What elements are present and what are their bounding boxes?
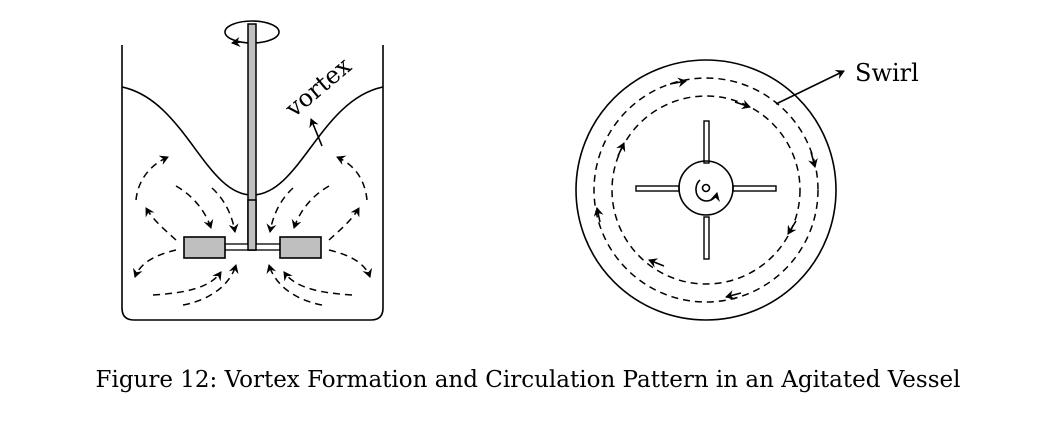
vessel-side-view: vortex (121, 20, 384, 321)
rotation-arrow (231, 37, 241, 47)
inner-swirl-path (611, 95, 801, 285)
baffle-top (703, 120, 710, 164)
swirl-label: Swirl (855, 59, 919, 87)
circulation-arrows (132, 155, 373, 306)
vortex-pointer-arrow (309, 118, 323, 147)
swirl-pointer-arrow (775, 69, 845, 105)
baffle-bottom (703, 216, 710, 260)
vessel-outline (575, 59, 837, 321)
baffle-left (635, 185, 680, 192)
hub-rotation-arrow (695, 179, 720, 202)
swirl-arrowheads (593, 77, 818, 300)
vortex-label: vortex (279, 51, 357, 123)
impeller-hub (678, 160, 734, 216)
vessel-wall (121, 45, 384, 321)
figure-caption: Figure 12: Vortex Formation and Circulat… (96, 367, 961, 393)
shaft-center (701, 183, 711, 193)
vessel-top-view: Swirl (575, 59, 919, 321)
outer-swirl-path (593, 77, 819, 303)
impeller-blade-right (279, 236, 322, 259)
shaft-lower (247, 199, 257, 251)
baffle-right (732, 185, 777, 192)
impeller-blade-left (183, 236, 226, 259)
